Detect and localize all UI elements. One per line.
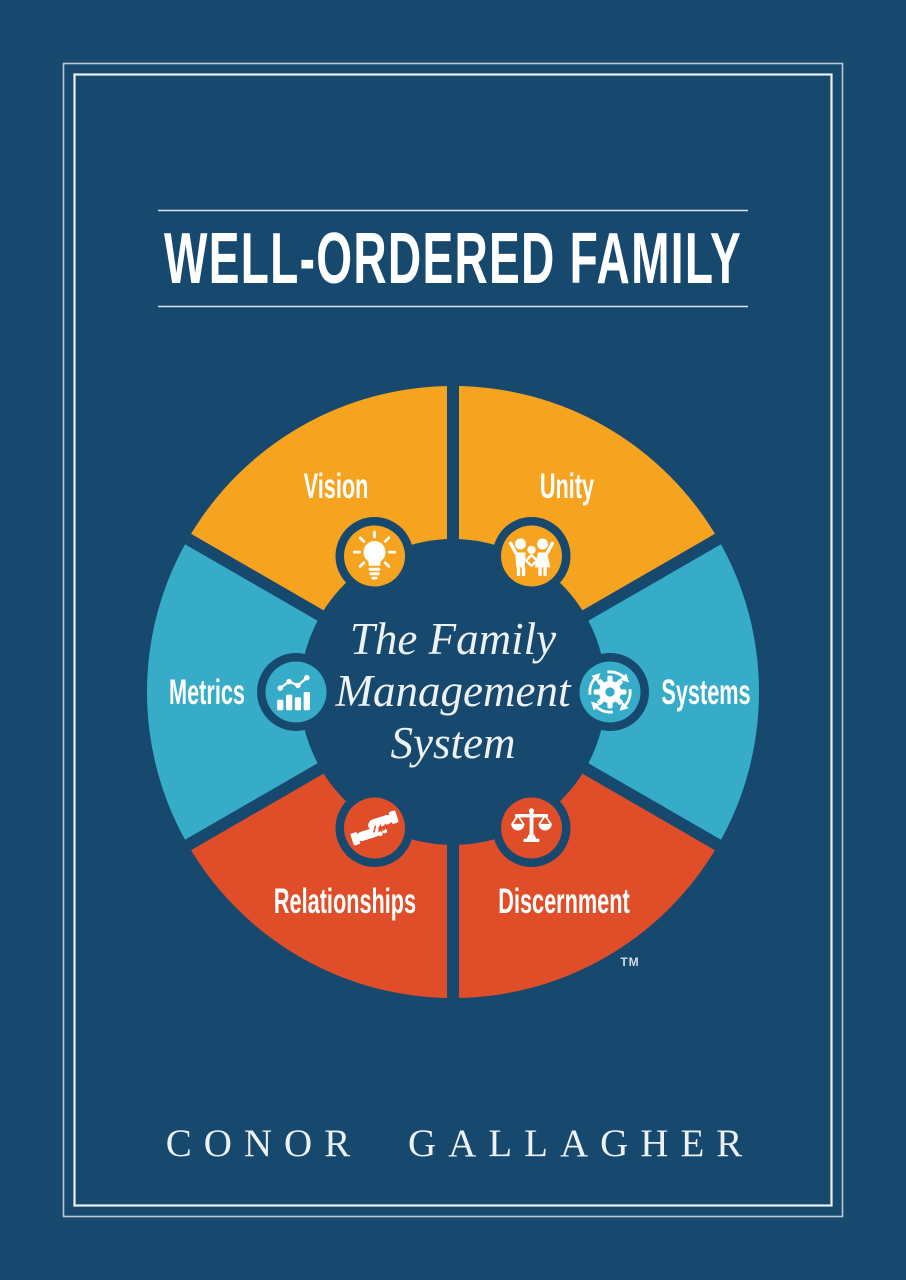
discernment-icon-badge xyxy=(492,789,571,867)
lightbulb-icon xyxy=(352,530,397,580)
book-title: WELL-ORDERED FAMILY xyxy=(164,217,742,298)
frame-outer-line xyxy=(62,62,844,1218)
icon-disc xyxy=(265,661,327,723)
center-label-line1: The Family xyxy=(350,614,556,664)
systems-icon-badge xyxy=(571,653,649,731)
author-name: CONOR GALLAGHER xyxy=(166,1122,755,1165)
segment-label-systems: Systems xyxy=(661,674,750,712)
frame-inner-line xyxy=(73,73,833,1207)
center-label-line3: System xyxy=(391,718,516,768)
segment-label-relationships: Relationships xyxy=(274,883,416,921)
family-management-wheel: Vision Unity Systems Discernment Relatio… xyxy=(147,386,759,998)
segment-label-unity: Unity xyxy=(540,468,595,506)
segment-label-discernment: Discernment xyxy=(498,883,630,921)
metrics-icon-badge xyxy=(257,653,335,731)
trademark-symbol: TM xyxy=(620,955,639,969)
center-label: The Family Management System xyxy=(335,614,572,768)
family-icon xyxy=(509,538,554,576)
vision-icon-badge xyxy=(335,517,414,595)
gear-cycle-icon xyxy=(588,670,632,714)
scales-icon xyxy=(511,808,552,843)
center-label-line2: Management xyxy=(335,666,572,716)
center-hub-circle xyxy=(300,539,606,845)
unity-icon-badge xyxy=(492,517,571,595)
relationships-icon-badge xyxy=(335,789,414,867)
segment-label-vision: Vision xyxy=(304,468,369,506)
handshake-icon xyxy=(350,810,399,846)
bar-chart-icon xyxy=(277,674,310,711)
segment-label-metrics: Metrics xyxy=(169,674,245,712)
